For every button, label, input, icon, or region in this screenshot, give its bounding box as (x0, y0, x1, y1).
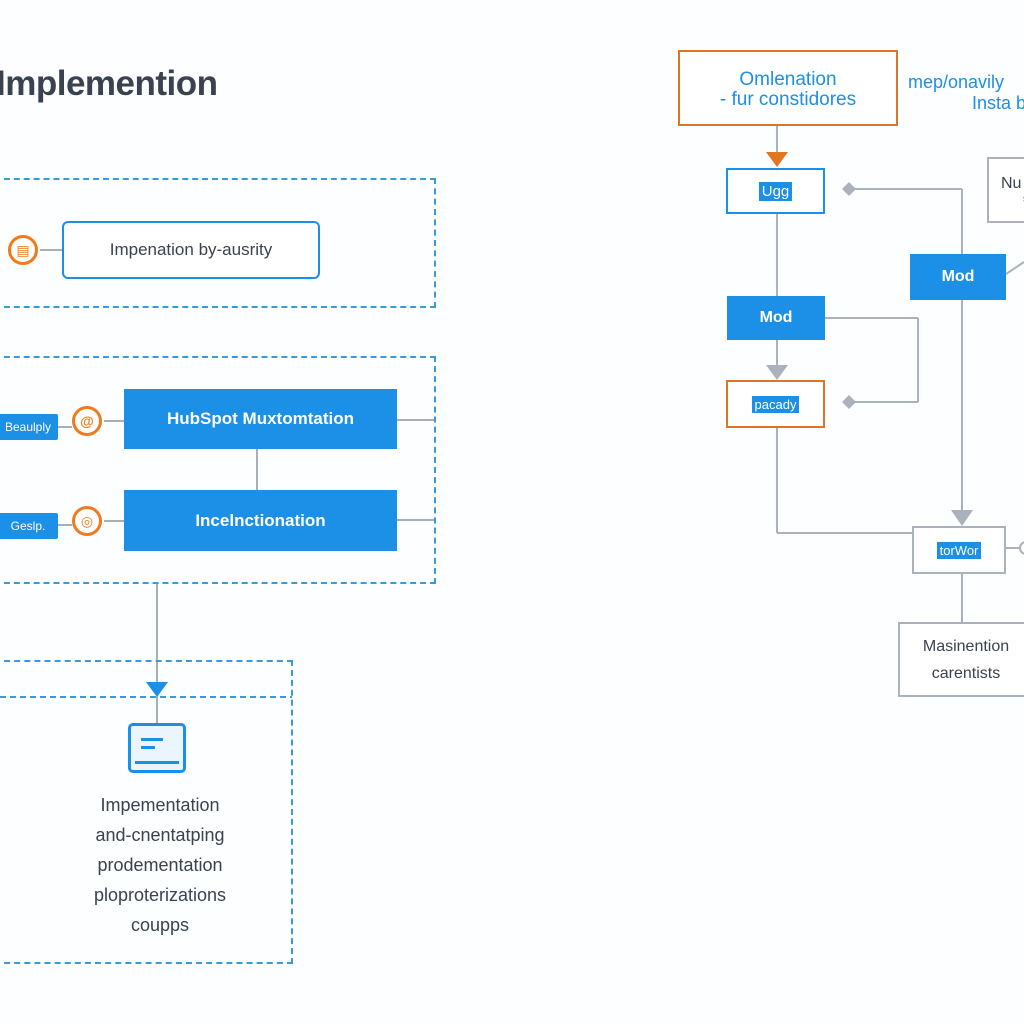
incelnctionation-box[interactable]: Incelnctionation (124, 490, 397, 551)
description-line: prodementation (97, 855, 223, 875)
node-ugg-label: Ugg (758, 181, 793, 201)
side-note: mep/onavily Insta b (908, 72, 1024, 114)
description-line: ploproterizations (93, 885, 227, 905)
node-pacady[interactable]: pacady (726, 380, 825, 428)
node-mod-left-label: Mod (759, 309, 793, 326)
node-torwor[interactable]: torWor (912, 526, 1006, 574)
header-line-1: Omlenation (739, 69, 837, 90)
node-mod-right[interactable]: Mod (910, 254, 1006, 300)
description-line: and-cnentatping (95, 825, 225, 845)
middle-group-container (0, 356, 436, 584)
description-line: coupps (130, 915, 190, 935)
document-icon: ▤ (8, 235, 38, 265)
settings-icon: @ (72, 406, 102, 436)
orientation-header-box[interactable]: Omlenation - fur constidores (678, 50, 898, 126)
tag-beaulply-label: Beaulply (4, 420, 52, 434)
side-note-line-2: Insta b (972, 93, 1024, 113)
description-line: Impementation (100, 795, 220, 815)
node-nu-label: Nu (1001, 175, 1022, 192)
node-masinention[interactable]: Masinention carentists (898, 622, 1024, 697)
node-masinention-line-2: carentists (931, 664, 1001, 682)
node-mod-right-label: Mod (941, 268, 975, 285)
top-step-box[interactable]: Impenation by-ausrity (62, 221, 320, 279)
bottom-group-container (0, 660, 293, 964)
page-title: Implemention (0, 64, 218, 103)
incelnctionation-label: Incelnctionation (195, 510, 326, 530)
monitor-icon (128, 723, 186, 773)
tag-geslp[interactable]: Geslp. (0, 513, 58, 539)
tag-beaulply[interactable]: Beaulply (0, 414, 58, 440)
target-icon: ◎ (72, 506, 102, 536)
node-nu[interactable]: Nu s (987, 157, 1024, 223)
tag-geslp-label: Geslp. (10, 519, 46, 533)
node-mod-left[interactable]: Mod (727, 296, 825, 340)
hubspot-automation-box[interactable]: HubSpot Muxtomtation (124, 389, 397, 449)
implementation-description: Impementation and-cnentatping prodementa… (40, 790, 280, 940)
node-pacady-label: pacady (751, 395, 800, 413)
top-group-container (0, 178, 436, 308)
side-note-line-1: mep/onavily (908, 72, 1005, 92)
node-nu-sub: s (1001, 193, 1024, 205)
hubspot-automation-label: HubSpot Muxtomtation (167, 409, 354, 428)
node-masinention-line-1: Masinention (922, 637, 1010, 655)
top-step-label: Impenation by-ausrity (109, 240, 273, 259)
node-torwor-label: torWor (936, 541, 982, 559)
header-line-2: - fur constidores (719, 89, 857, 110)
node-ugg[interactable]: Ugg (726, 168, 825, 214)
